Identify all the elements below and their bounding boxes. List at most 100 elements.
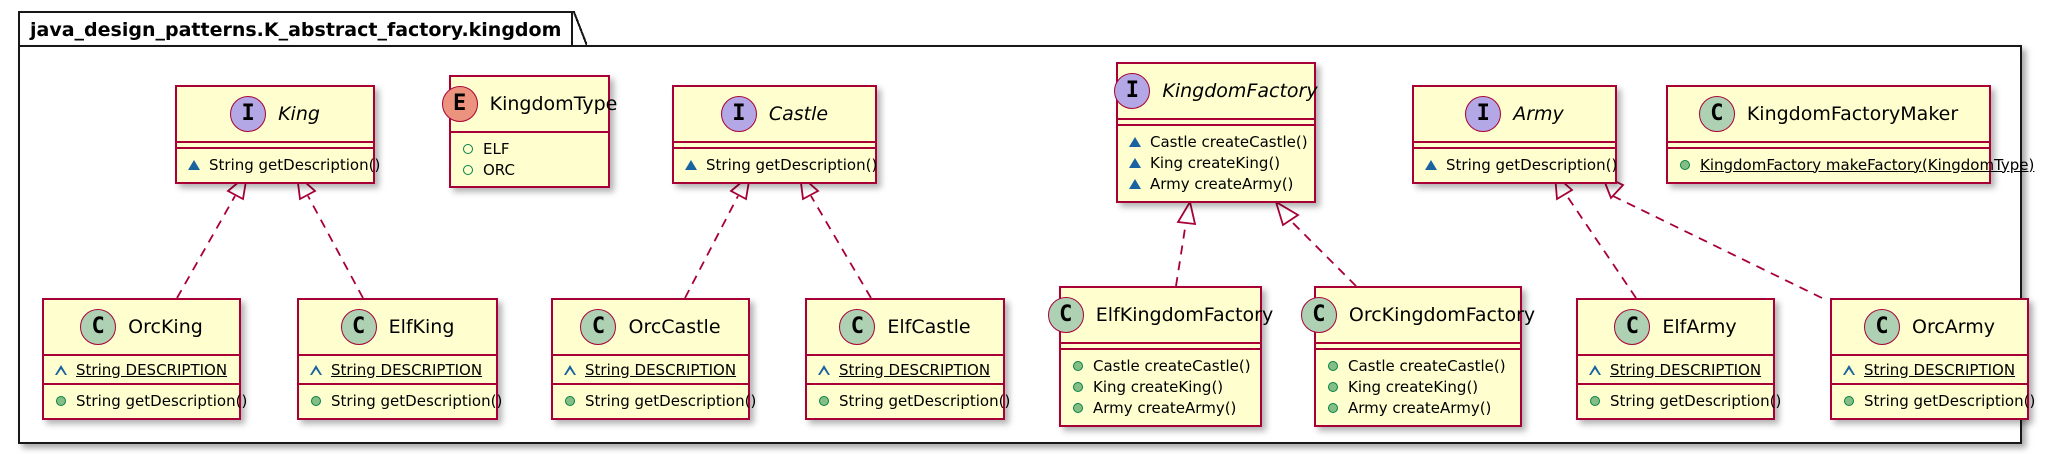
public-visibility-icon — [1678, 158, 1692, 172]
method-row: String getDescription() — [1588, 390, 1781, 411]
public-visibility-icon — [1326, 380, 1340, 394]
interface-stereotype-icon: I — [1465, 96, 1502, 132]
interface-king[interactable]: I King String getDescription() — [175, 85, 380, 184]
public-visibility-icon — [1071, 401, 1085, 415]
method-row: String getDescription() — [563, 390, 756, 411]
method-row: KingdomFactory makeFactory(KingdomType) — [1678, 154, 2034, 175]
public-visibility-icon — [1071, 359, 1085, 373]
package-visibility-icon — [1128, 135, 1142, 149]
interface-army[interactable]: I Army String getDescription() — [1412, 85, 1617, 184]
elfarmy-implements-army — [1566, 195, 1637, 299]
orcking-implements-king — [176, 195, 236, 299]
class-name: ElfKing — [388, 316, 455, 338]
method-row: Army createArmy() — [1326, 397, 1510, 418]
class-orc-castle[interactable]: C OrcCastle String DESCRIPTION String get… — [551, 298, 756, 420]
method-row: Castle createCastle() — [1071, 355, 1251, 376]
class-stereotype-icon: C — [1863, 309, 1900, 345]
public-visibility-icon — [817, 394, 831, 408]
method-row: Castle createCastle() — [1326, 355, 1510, 376]
interface-stereotype-icon: I — [1114, 73, 1151, 109]
public-visibility-icon — [1071, 380, 1085, 394]
method-row: Army createArmy() — [1071, 397, 1250, 418]
class-stereotype-icon: C — [80, 309, 117, 345]
public-visibility-icon — [1588, 394, 1602, 408]
public-visibility-icon — [1326, 401, 1340, 415]
field-row: String DESCRIPTION — [1588, 359, 1763, 380]
class-orc-army[interactable]: C OrcArmy String DESCRIPTION String getDe… — [1830, 298, 2035, 420]
class-name: ElfCastle — [887, 316, 971, 338]
orckingdomfactory-arrowhead — [1274, 200, 1300, 227]
interface-kingdom-factory[interactable]: I KingdomFactory Castle createCastle() Ki… — [1114, 62, 1318, 203]
package-visibility-icon — [1842, 363, 1856, 377]
method-row: Castle createCastle() — [1128, 131, 1308, 152]
method-row: String getDescription() — [1842, 390, 2035, 411]
package-visibility-icon — [1424, 158, 1438, 172]
class-stereotype-icon: C — [839, 309, 876, 345]
package-visibility-icon — [684, 158, 698, 172]
package-visibility-icon — [187, 158, 201, 172]
class-name: OrcCastle — [628, 316, 721, 338]
class-name: Army — [1513, 103, 1564, 125]
method-row: String getDescription() — [817, 390, 1010, 411]
public-visibility-icon — [1842, 394, 1856, 408]
class-orc-king[interactable]: C OrcKing String DESCRIPTION String getDe… — [42, 298, 247, 420]
enum-constant-row: ELF — [461, 138, 598, 159]
elfcastle-implements-castle — [810, 195, 872, 299]
class-name: KingdomFactory — [1162, 80, 1318, 102]
elfkingdomfactory-arrowhead — [1176, 199, 1197, 226]
package-visibility-icon — [1128, 177, 1142, 191]
class-stereotype-icon: C — [1047, 297, 1084, 333]
elfking-implements-king — [307, 195, 364, 299]
field-row: String DESCRIPTION — [309, 359, 486, 380]
interface-stereotype-icon: I — [720, 96, 757, 132]
method-row: King createKing() — [1326, 376, 1510, 397]
package-visibility-icon — [563, 363, 577, 377]
method-row: King createKing() — [1071, 376, 1250, 397]
class-name: King — [278, 103, 320, 125]
class-kingdom-factory-maker[interactable]: C KingdomFactoryMaker KingdomFactory make… — [1666, 85, 2034, 184]
public-visibility-icon — [1326, 359, 1340, 373]
package-visibility-icon — [817, 363, 831, 377]
field-row: String DESCRIPTION — [817, 359, 993, 380]
method-row: String getDescription() — [187, 154, 380, 175]
enum-constant-row: ORC — [461, 159, 598, 180]
method-row: King createKing() — [1128, 152, 1304, 173]
class-elf-kingdom-factory[interactable]: C ElfKingdomFactory Castle createCastle()… — [1047, 286, 1273, 427]
orccastle-implements-castle — [684, 195, 739, 299]
field-row: String DESCRIPTION — [54, 359, 229, 380]
package-visibility-icon — [1128, 156, 1142, 170]
class-stereotype-icon: C — [1614, 309, 1651, 345]
method-row: String getDescription() — [54, 390, 247, 411]
field-row: String DESCRIPTION — [1842, 359, 2017, 380]
package-visibility-icon — [1588, 363, 1602, 377]
class-elf-castle[interactable]: C ElfCastle String DESCRIPTION String get… — [805, 298, 1010, 420]
class-elf-army[interactable]: C ElfArmy String DESCRIPTION String getDe… — [1576, 298, 1781, 420]
public-visibility-icon — [54, 394, 68, 408]
class-name: KingdomFactoryMaker — [1746, 103, 1959, 125]
class-stereotype-icon: C — [1300, 297, 1337, 333]
package-name: java_design_patterns.K_abstract_factory.… — [18, 11, 588, 47]
public-field-icon — [461, 142, 475, 156]
class-name: ElfKingdomFactory — [1095, 304, 1274, 326]
class-name: ElfArmy — [1662, 316, 1737, 338]
interface-stereotype-icon: I — [230, 96, 267, 132]
method-row: Army createArmy() — [1128, 173, 1304, 194]
class-name: OrcArmy — [1911, 316, 1996, 338]
class-name: KingdomType — [489, 93, 618, 115]
package-visibility-icon — [54, 363, 68, 377]
method-row: String getDescription() — [1424, 154, 1617, 175]
class-name: OrcKing — [128, 316, 203, 338]
public-visibility-icon — [563, 394, 577, 408]
class-name: Castle — [768, 103, 829, 125]
method-row: String getDescription() — [309, 390, 502, 411]
public-visibility-icon — [309, 394, 323, 408]
class-stereotype-icon: C — [580, 309, 617, 345]
orcarmy-implements-army — [1612, 195, 1823, 299]
field-row: String DESCRIPTION — [563, 359, 738, 380]
class-stereotype-icon: C — [1698, 96, 1735, 132]
